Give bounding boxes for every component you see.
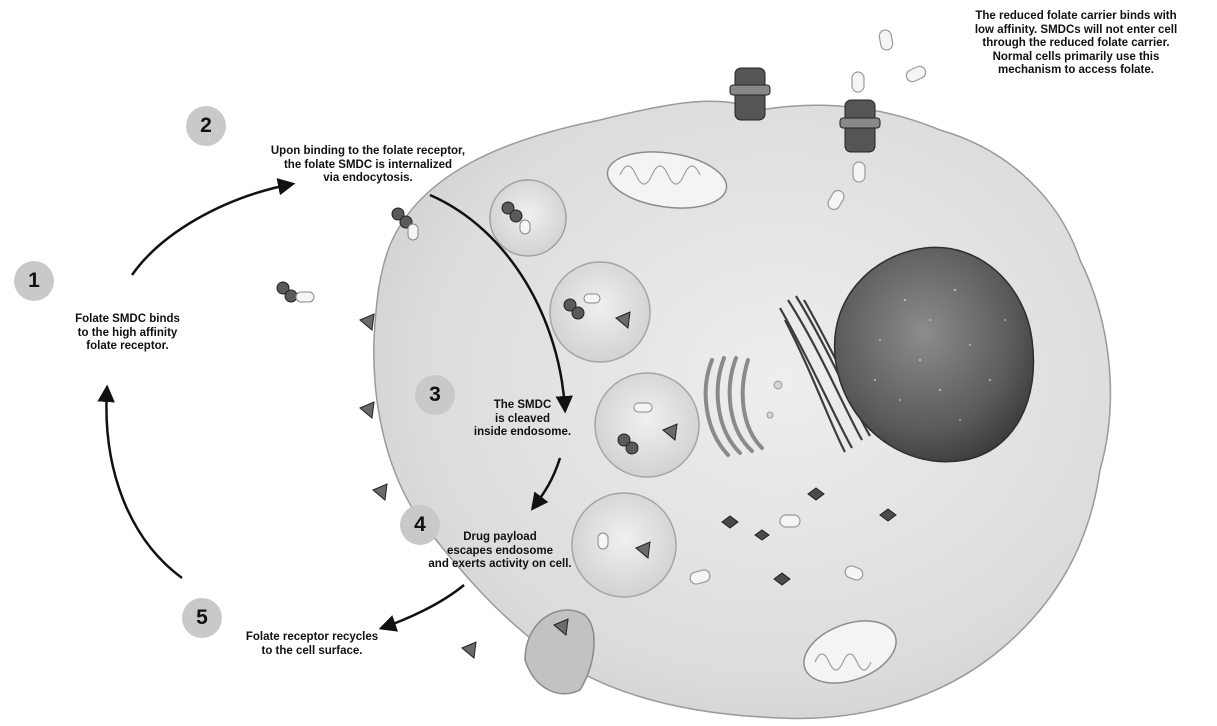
step-4-text: Drug payload escapes endosome and exerts… [400,531,600,572]
endosome [595,373,699,477]
step-5-text: Folate receptor recycles to the cell sur… [222,631,402,658]
step-2-badge: 2 [186,106,226,146]
golgi-vesicle [767,412,773,418]
step-1-badge: 1 [14,261,54,301]
arrow-4-to-5 [382,585,464,628]
step-3-text: The SMDC is cleaved inside endosome. [450,399,595,440]
step-3-number: 3 [429,383,441,407]
endosome-budding [490,180,566,256]
arrow-5-to-1 [106,388,182,578]
step-5-badge: 5 [182,598,222,638]
step-1-text: Folate SMDC binds to the high affinity f… [40,313,215,354]
step-3-badge: 3 [415,375,455,415]
reduced-folate-carrier [730,68,770,120]
step-5-number: 5 [196,606,208,630]
arrow-1-to-2 [132,184,292,275]
endosome [550,262,650,362]
step-2-text: Upon binding to the folate receptor, the… [228,145,508,186]
golgi-vesicle [774,381,782,389]
reduced-folate-carrier-note: The reduced folate carrier binds with lo… [938,10,1214,78]
step-1-number: 1 [28,269,40,293]
reduced-folate-carrier [840,100,880,152]
step-2-number: 2 [200,114,212,138]
